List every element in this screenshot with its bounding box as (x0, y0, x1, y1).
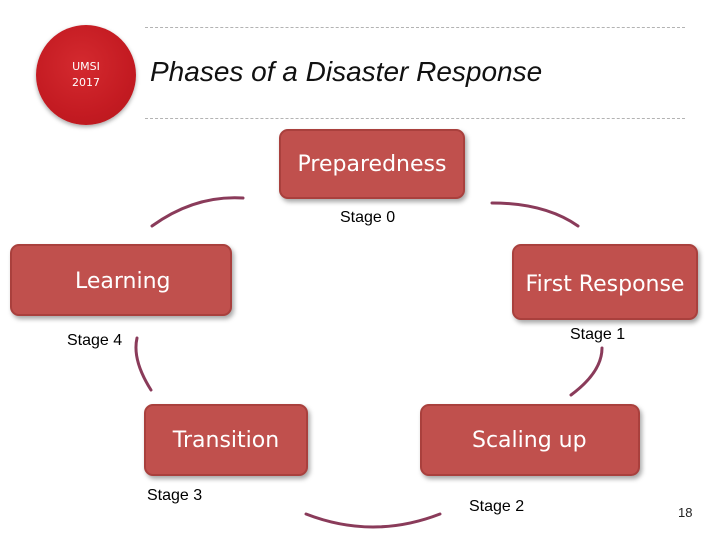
stage-label-learning: Stage 4 (67, 332, 123, 349)
arc-transition-to-learning (134, 336, 153, 392)
slide-title: Phases of a Disaster Response (150, 56, 543, 87)
phase-label-learning: Learning (75, 269, 171, 294)
badge-line-2: 2017 (72, 76, 100, 89)
title-divider (145, 118, 685, 119)
umsi-badge: UMSI 2017 (36, 25, 136, 125)
stage-label-transition: Stage 3 (147, 487, 203, 504)
phase-box-transition: Transition (144, 404, 308, 476)
arc-learning-to-preparedness (150, 196, 245, 228)
arc-first-response-to-scaling-up (569, 346, 604, 397)
page-number: 18 (678, 505, 693, 520)
phase-label-first-response: First Response (525, 272, 685, 297)
badge-line-1: UMSI (72, 59, 100, 73)
phase-box-learning: Learning (10, 244, 232, 316)
stage-label-first-response: Stage 1 (570, 326, 626, 343)
stage-label-preparedness: Stage 0 (340, 209, 396, 226)
stage-label-scaling-up: Stage 2 (469, 498, 525, 515)
arc-scaling-up-to-transition (304, 512, 442, 529)
phase-label-scaling-up: Scaling up (472, 427, 587, 453)
phase-box-preparedness: Preparedness (279, 129, 465, 199)
top-divider (145, 27, 685, 28)
phase-box-scaling-up: Scaling up (420, 404, 640, 476)
arc-preparedness-to-first-response (490, 201, 580, 228)
phase-label-transition: Transition (172, 427, 280, 453)
phase-box-first-response: First Response (512, 244, 698, 320)
phase-label-preparedness: Preparedness (297, 151, 447, 177)
